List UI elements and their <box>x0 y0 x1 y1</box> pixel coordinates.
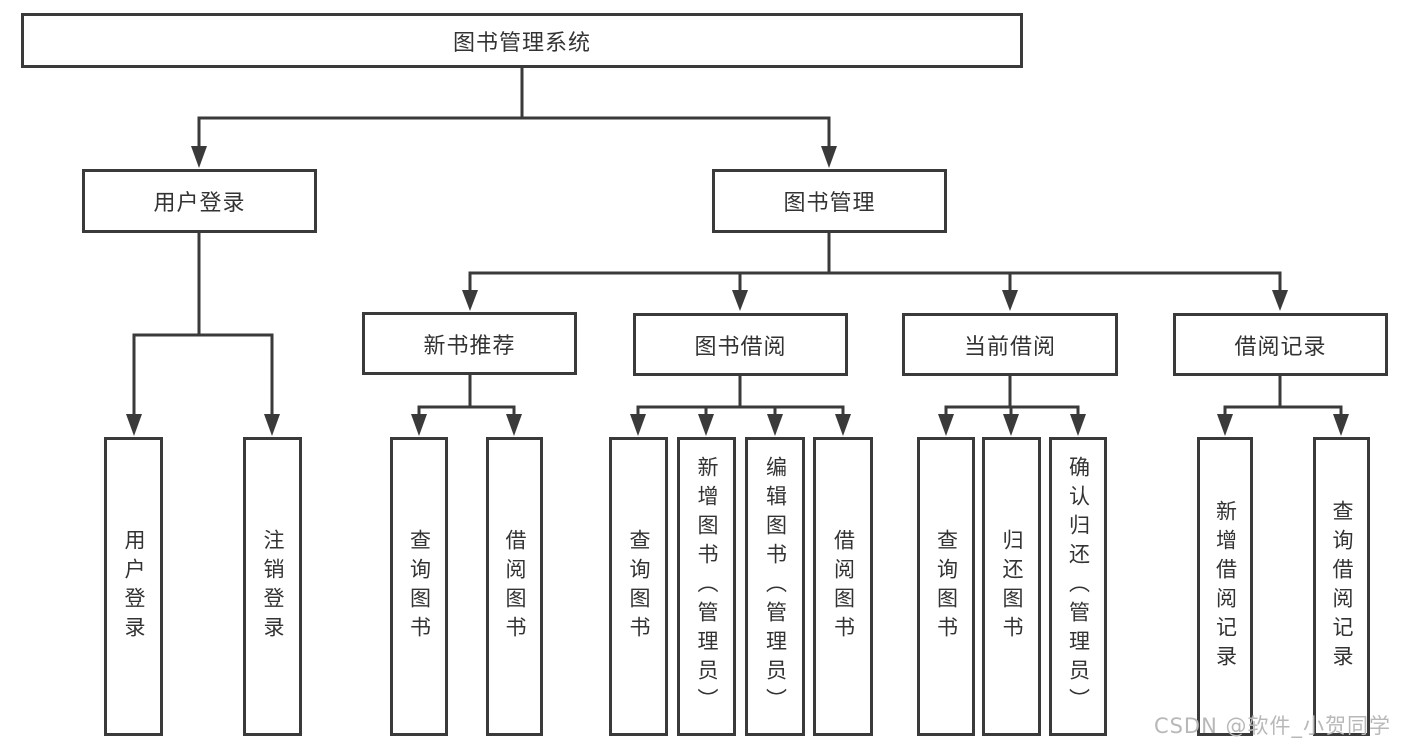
leaf-borrow-books-recommend: 借阅图书 <box>486 437 543 736</box>
leaf-confirm-return-admin: 确认归还（管理员） <box>1049 437 1107 736</box>
leaf-borrow-books-recommend-label: 借阅图书 <box>503 528 527 645</box>
leaf-edit-books-admin: 编辑图书（管理员） <box>745 437 805 736</box>
leaf-add-borrow-record: 新增借阅记录 <box>1197 437 1253 736</box>
leaf-add-borrow-record-label: 新增借阅记录 <box>1213 499 1238 674</box>
leaf-query-borrow-record-label: 查询借阅记录 <box>1330 499 1354 674</box>
leaf-query-books-borrowing: 查询图书 <box>609 437 668 736</box>
leaf-query-borrow-record: 查询借阅记录 <box>1313 437 1370 736</box>
leaf-return-books: 归还图书 <box>982 437 1041 736</box>
csdn-watermark: CSDN @软件_小贺同学 <box>1153 714 1391 738</box>
leaf-query-books-recommend: 查询图书 <box>390 437 448 736</box>
leaf-user-login-label: 用户登录 <box>122 528 146 645</box>
leaf-add-books-admin: 新增图书（管理员） <box>677 437 736 736</box>
leaf-borrow-books-label: 借阅图书 <box>831 528 856 645</box>
leaf-confirm-return-admin-label: 确认归还（管理员） <box>1066 456 1091 717</box>
node-current-borrowing: 当前借阅 <box>902 313 1118 376</box>
node-new-book-recommend: 新书推荐 <box>362 312 577 375</box>
leaf-query-books-current-label: 查询图书 <box>934 528 959 645</box>
leaf-query-books-current: 查询图书 <box>917 437 975 736</box>
leaf-query-books-borrowing-label: 查询图书 <box>627 528 651 645</box>
node-root-library-management-system: 图书管理系统 <box>21 13 1023 68</box>
leaf-logout-label: 注销登录 <box>261 528 285 645</box>
leaf-add-books-admin-label: 新增图书（管理员） <box>695 456 719 717</box>
leaf-borrow-books: 借阅图书 <box>813 437 873 736</box>
leaf-logout: 注销登录 <box>243 437 302 736</box>
leaf-return-books-label: 归还图书 <box>1000 528 1024 645</box>
leaf-user-login: 用户登录 <box>104 437 163 736</box>
leaf-query-books-recommend-label: 查询图书 <box>407 528 432 645</box>
node-book-borrowing: 图书借阅 <box>633 313 848 376</box>
node-user-login: 用户登录 <box>82 169 317 233</box>
leaf-edit-books-admin-label: 编辑图书（管理员） <box>763 456 788 717</box>
node-book-management: 图书管理 <box>712 169 947 233</box>
node-borrowing-records: 借阅记录 <box>1173 313 1388 376</box>
